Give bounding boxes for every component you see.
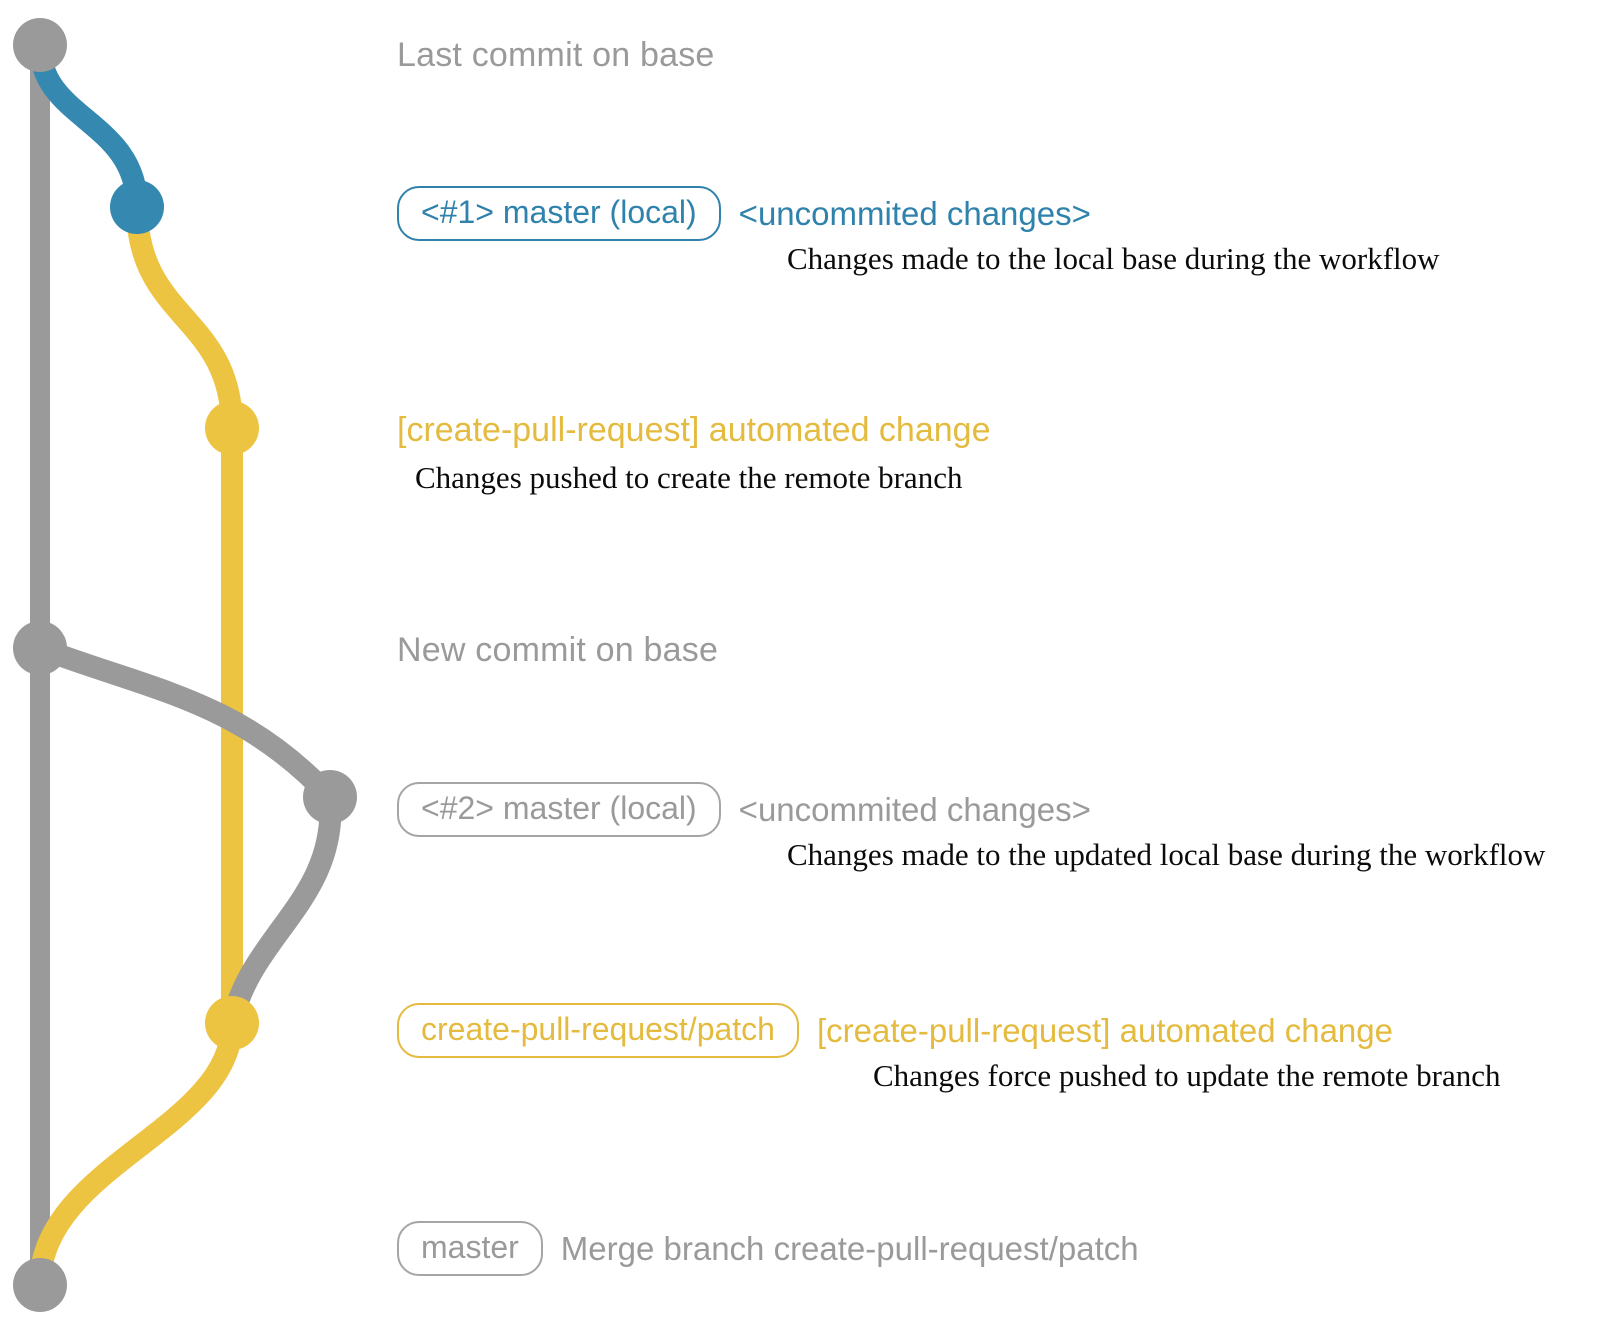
- commit-message-automated-change-1: [create-pull-request] automated change: [397, 411, 991, 449]
- commit-message-local-1: <uncommited changes>: [738, 195, 1091, 232]
- branch-chip-local-1[interactable]: <#1> master (local): [397, 186, 721, 241]
- detached-to-patch-line: [221, 786, 342, 1034]
- automated-commit-1-node[interactable]: [205, 401, 259, 455]
- local-uncommitted-1-node[interactable]: [110, 180, 164, 234]
- entry-row-local-2: <#2> master (local) <uncommited changes>: [397, 782, 1091, 837]
- base-head-commit-node[interactable]: [13, 18, 67, 72]
- entry-description-local-1: Changes made to the local base during th…: [787, 241, 1440, 276]
- branch-chip-patch[interactable]: create-pull-request/patch: [397, 1003, 799, 1058]
- base-new-commit-node[interactable]: [13, 621, 67, 675]
- patch-merge-line: [29, 1012, 243, 1296]
- entry-description-patch-branch: Changes force pushed to update the remot…: [873, 1058, 1501, 1093]
- branch-chip-master[interactable]: master: [397, 1221, 543, 1276]
- entry-row-patch-branch: create-pull-request/patch [create-pull-r…: [397, 1003, 1393, 1058]
- section-title-new-commit-on-base: New commit on base: [397, 631, 719, 669]
- detached-base-line: [29, 637, 341, 808]
- entry-row-local-1: <#1> master (local) <uncommited changes>: [397, 186, 1091, 241]
- patch-branch-line-1: [126, 196, 243, 1034]
- section-title-last-commit-on-base: Last commit on base: [397, 36, 715, 74]
- master-merge-commit-node[interactable]: [13, 1258, 67, 1312]
- commit-message-local-2: <uncommited changes>: [738, 791, 1091, 828]
- automated-commit-2-node[interactable]: [205, 996, 259, 1050]
- local-uncommitted-2-node[interactable]: [303, 770, 357, 824]
- commit-message-master-merge: Merge branch create-pull-request/patch: [560, 1230, 1139, 1267]
- entry-row-master-merge: master Merge branch create-pull-request/…: [397, 1221, 1139, 1276]
- branch-chip-local-2[interactable]: <#2> master (local): [397, 782, 721, 837]
- entry-description-automated-change-1: Changes pushed to create the remote bran…: [415, 460, 963, 495]
- commit-message-automated-change-2: [create-pull-request] automated change: [816, 1012, 1393, 1049]
- entry-description-local-2: Changes made to the updated local base d…: [787, 837, 1546, 872]
- local-branch-line-1: [29, 34, 148, 218]
- commit-graph: [13, 18, 357, 1312]
